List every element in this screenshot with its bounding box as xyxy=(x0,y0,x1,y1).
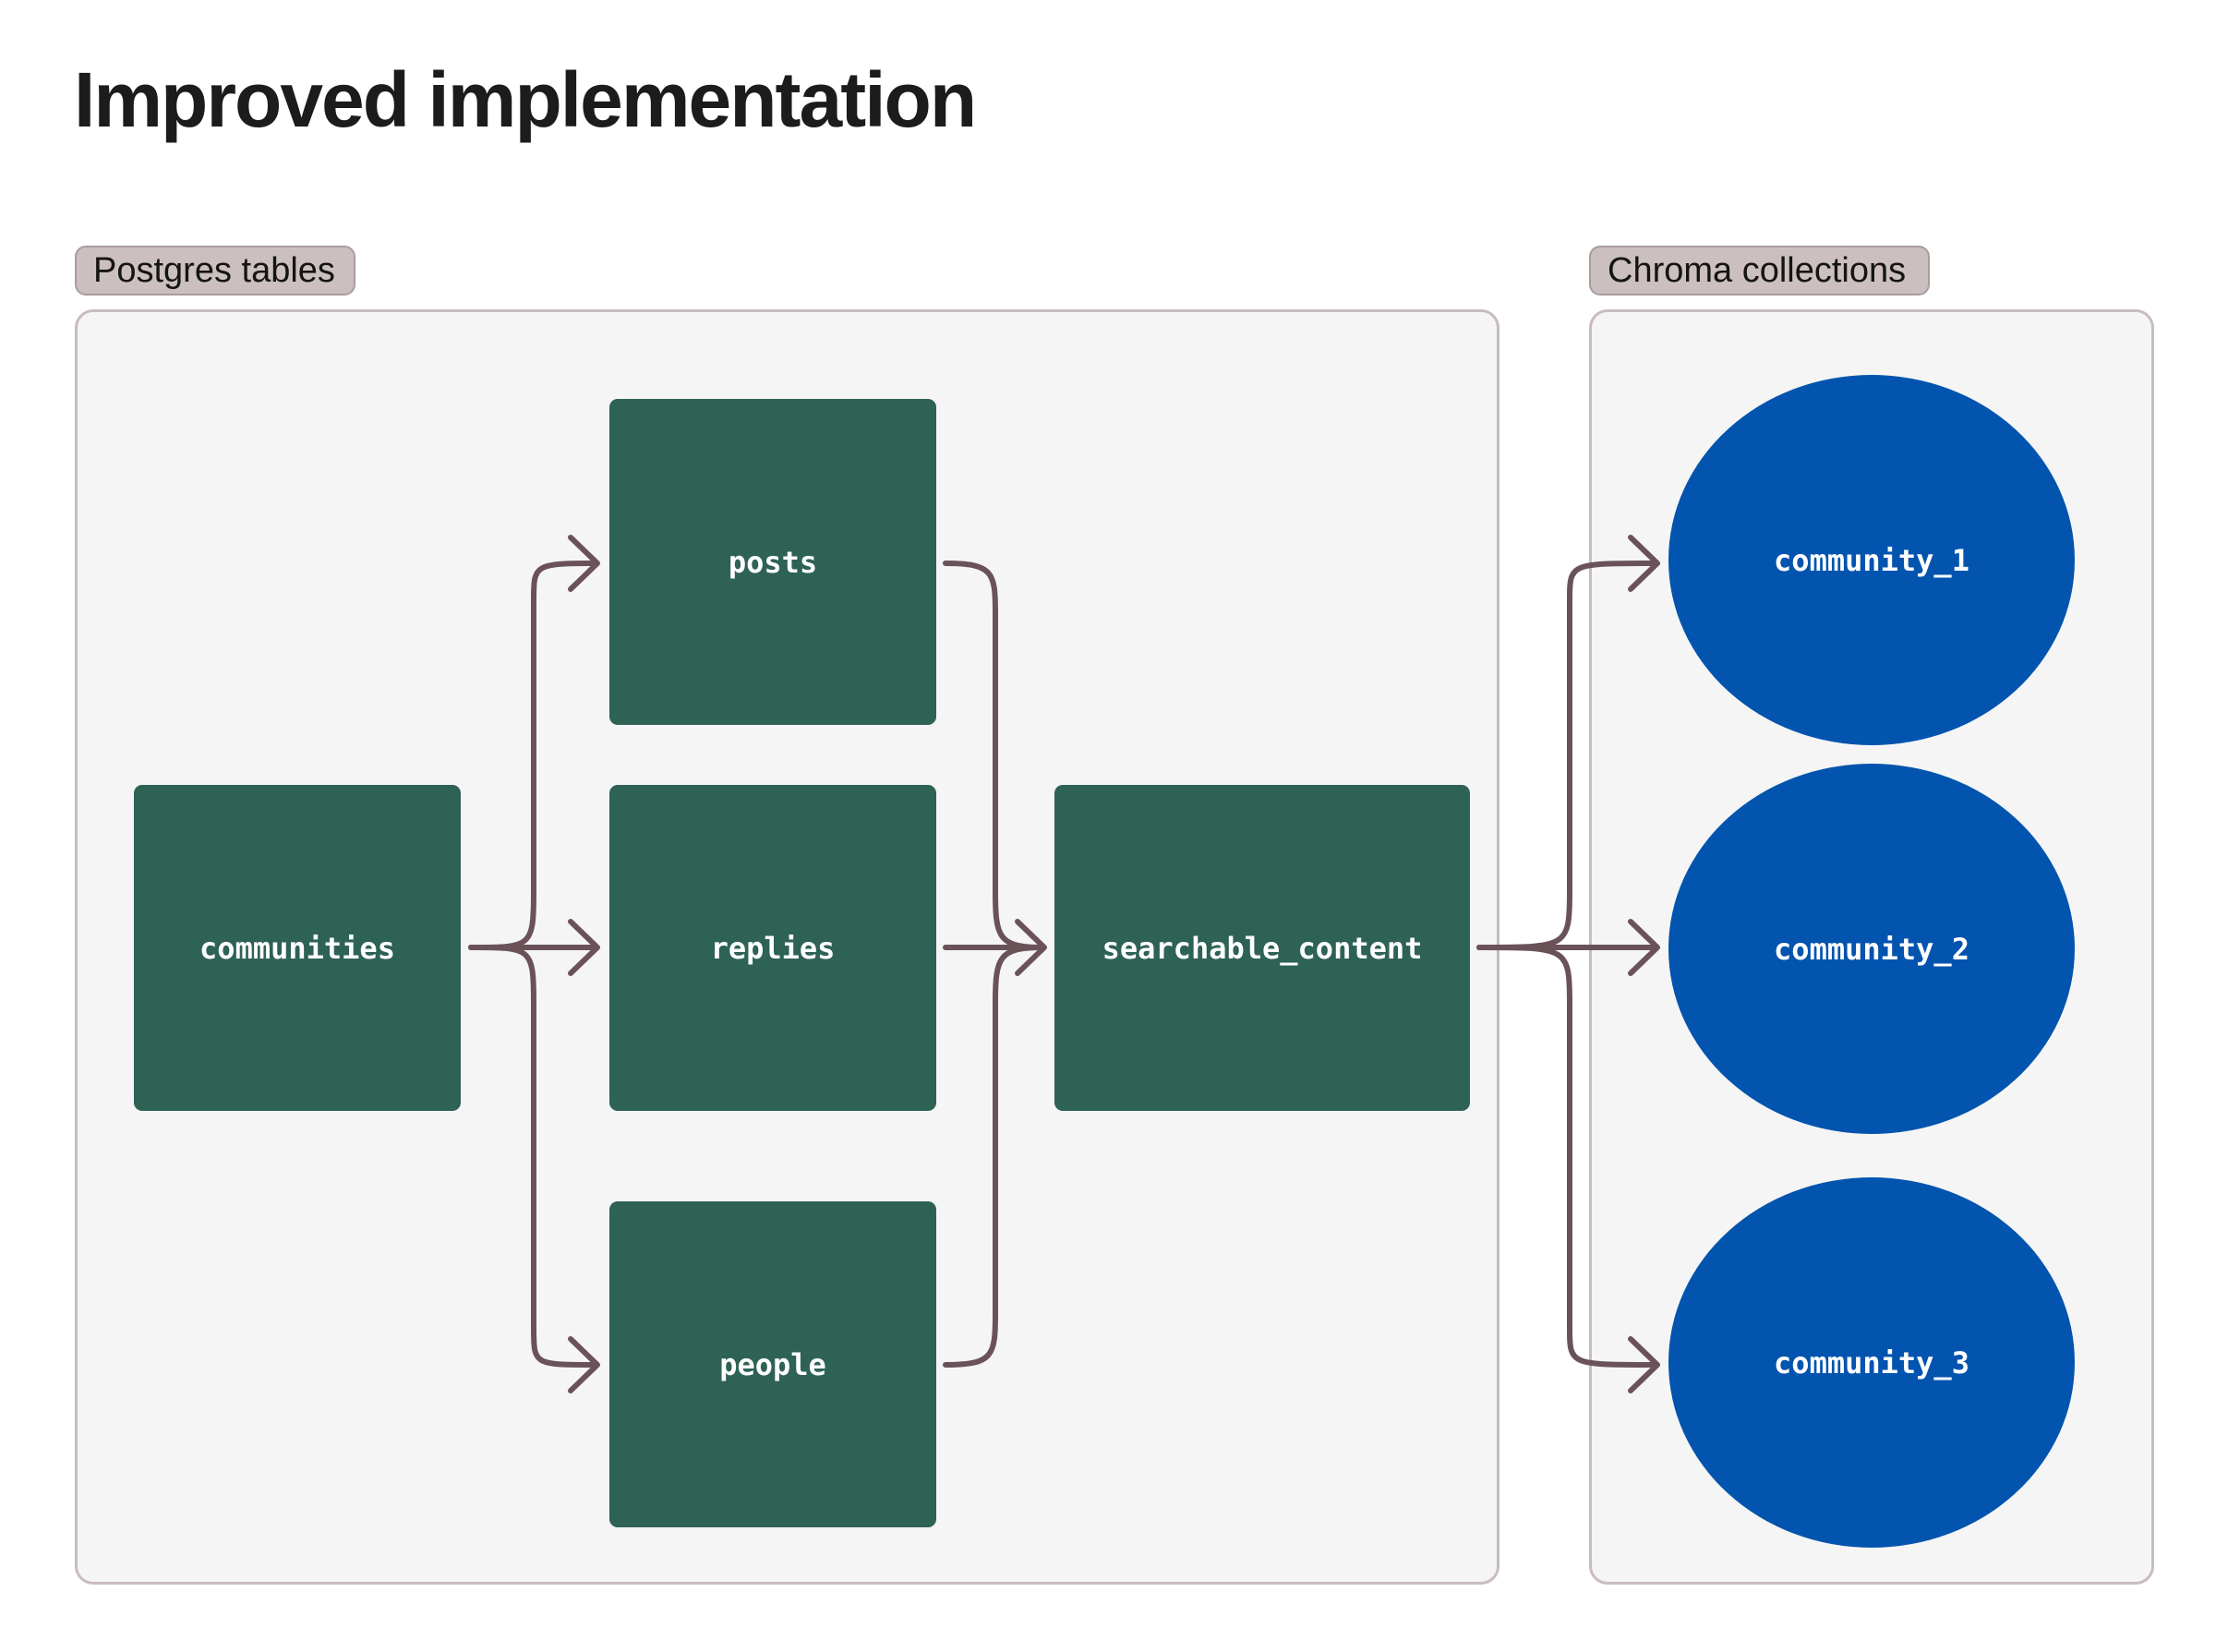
edge-communities-people xyxy=(468,945,598,1368)
edge-people-searchable xyxy=(943,945,1046,1368)
arrow-head-posts xyxy=(568,535,600,592)
edge-searchable-community-3 xyxy=(1476,945,1658,1368)
table-people: people xyxy=(609,1201,936,1527)
table-communities: communities xyxy=(134,785,461,1111)
collection-community-1: community_1 xyxy=(1668,375,2075,745)
page-title: Improved implementation xyxy=(74,56,977,143)
arrow-head-community-1 xyxy=(1628,535,1660,592)
arrow-head-community-3 xyxy=(1628,1336,1660,1393)
edge-communities-posts xyxy=(468,561,598,950)
edge-posts-searchable xyxy=(943,561,1046,950)
edge-searchable-community-1 xyxy=(1476,561,1658,950)
collection-community-3: community_3 xyxy=(1668,1177,2075,1548)
arrow-head-searchable xyxy=(1015,919,1047,976)
table-posts: posts xyxy=(609,399,936,725)
collection-community-2: community_2 xyxy=(1668,764,2075,1134)
chroma-group-label: Chroma collections xyxy=(1589,246,1930,295)
table-replies: replies xyxy=(609,785,936,1111)
arrow-head-people xyxy=(568,1336,600,1393)
arrow-head-community-2 xyxy=(1628,919,1660,976)
arrow-head-replies xyxy=(568,919,600,976)
table-searchable-content: searchable_content xyxy=(1054,785,1470,1111)
postgres-group-label: Postgres tables xyxy=(75,246,355,295)
